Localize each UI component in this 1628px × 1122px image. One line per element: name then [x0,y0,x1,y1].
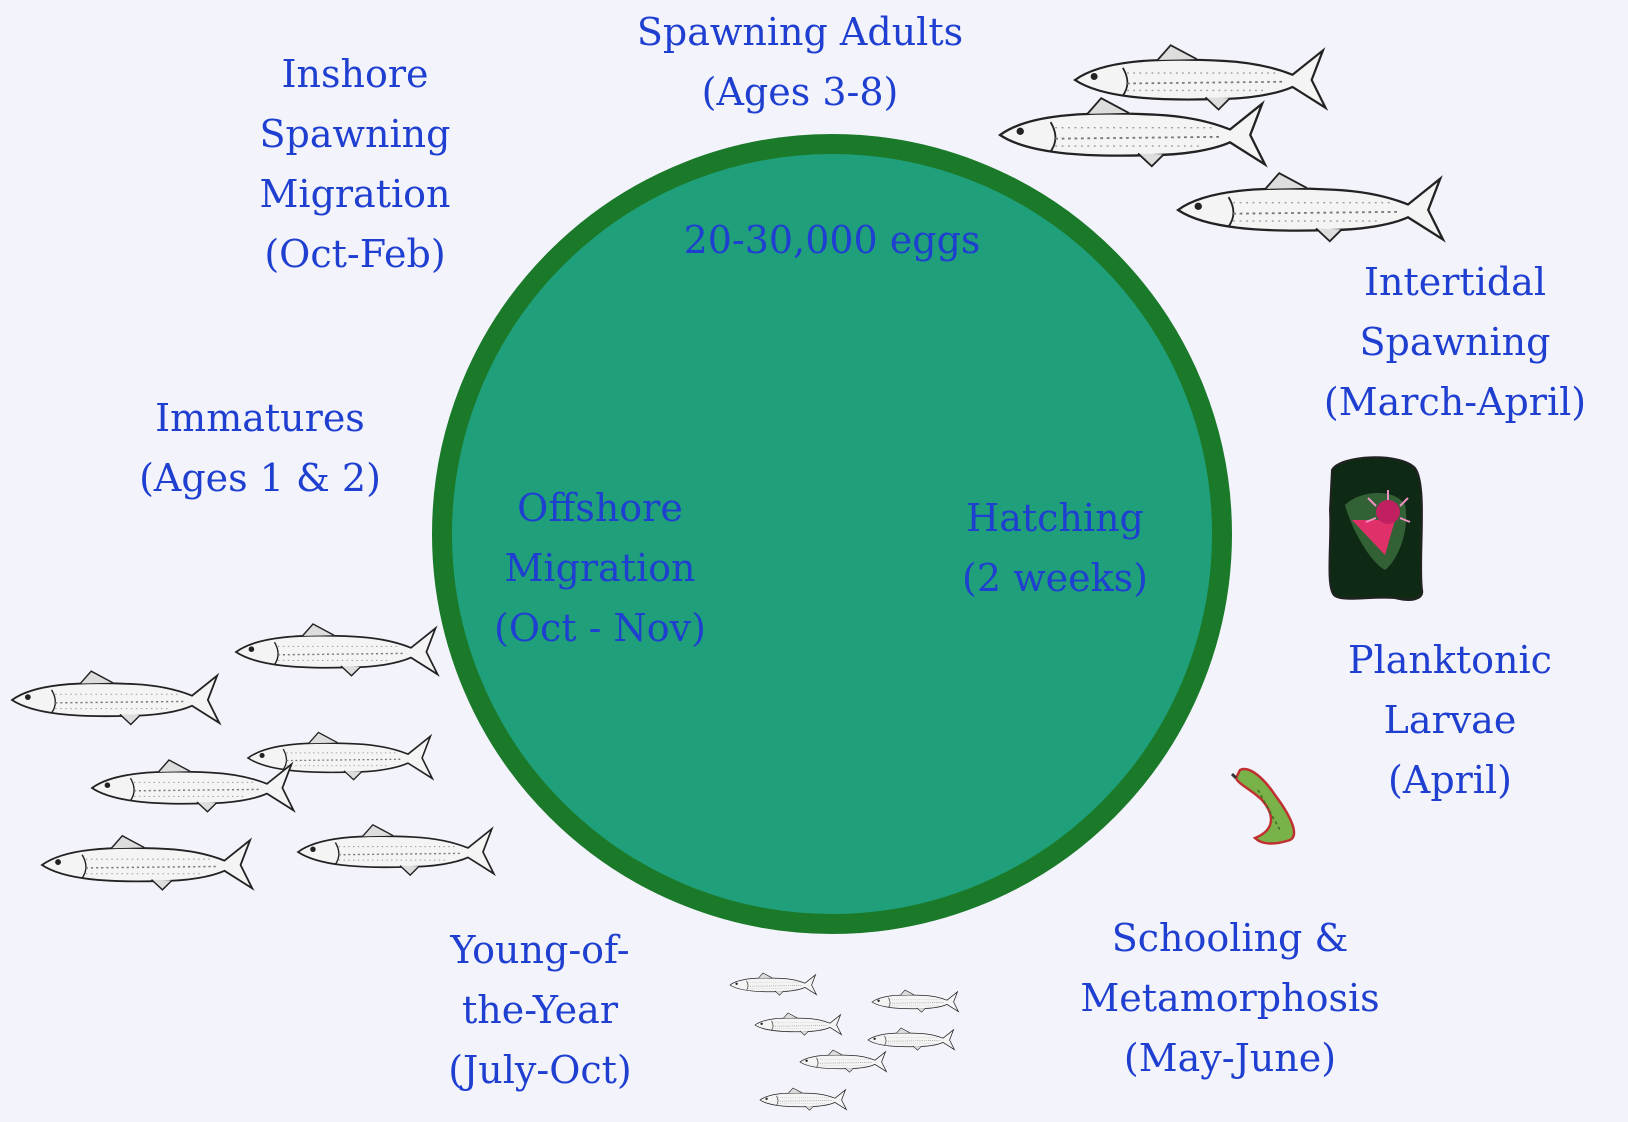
herring-fish-icon [248,732,432,779]
herring-fish-icon [730,973,816,995]
herring-fish-icon [1075,45,1326,109]
herring-fish-icon [868,1028,954,1050]
herring-fish-icon [236,624,438,676]
herring-fish-icon [872,990,958,1012]
herring-fish-icon [298,825,494,875]
herring-fish-icon [1178,173,1443,241]
herring-fish-icon [92,760,294,812]
herring-fish-icon [755,1013,841,1035]
herring-fish-icon [760,1088,846,1110]
herring-fish-icon [800,1050,886,1072]
herring-fish-icon [1000,98,1265,166]
larva-icon [1232,769,1294,844]
herring-fish-icon [42,836,252,890]
herring-fish-icon [12,671,219,724]
egg-mass-icon [1329,457,1422,600]
